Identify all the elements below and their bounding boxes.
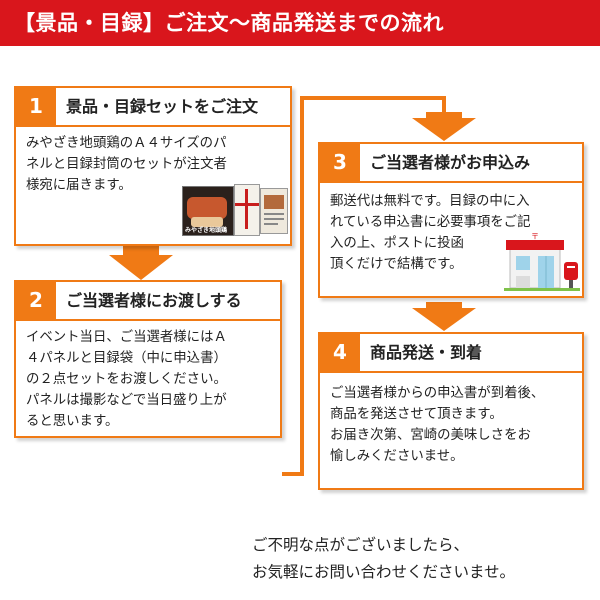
step-2-line: イベント当日、ご当選者様にはＡ [26,330,227,345]
step-3-title: ご当選者様がお申込み [370,153,531,172]
step-2-number: 2 [16,282,56,319]
step-3-box: 3 ご当選者様がお申込み 郵送代は無料です。目録の中に入 れている申込書に必要事… [318,142,584,298]
arrow-down-icon [412,302,476,331]
step-1-title: 景品・目録セットをご注文 [66,97,259,116]
step-2-header: 2 ご当選者様にお渡しする [16,282,280,321]
step-4-line: 愉しみくださいませ。 [330,449,464,464]
step-3-line: 郵送代は無料です。目録の中に入 [330,194,530,209]
panel-photo: みやざき地頭鶏 [182,186,234,236]
step-3-number: 3 [320,144,360,181]
step-2-line: パネルは撮影などで当日盛り上が [26,393,227,408]
contact-note: ご不明な点がございましたら、 お気軽にお問い合わせくださいませ。 [252,532,515,586]
step-4-box: 4 商品発送・到着 ご当選者様からの申込書が到着後、 商品を発送させて頂きます。… [318,332,584,490]
step-4-line: ご当選者様からの申込書が到着後、 [330,386,545,401]
step-3-body: 郵送代は無料です。目録の中に入 れている申込書に必要事項をご記 入の上、ポストに… [330,191,574,275]
step-2-line: ると思います。 [26,414,119,429]
step-3-line: れている申込書に必要事項をご記 [330,215,531,230]
step-4-header: 4 商品発送・到着 [320,334,582,373]
step-2-box: 2 ご当選者様にお渡しする イベント当日、ご当選者様にはＡ ４パネルと目録袋（中… [14,280,282,438]
page-banner: 【景品・目録】ご注文〜商品発送までの流れ [0,0,600,46]
step-2-line: の２点セットをお渡しください。 [26,372,227,387]
step-4-line: お届き次第、宮崎の美味しさをお [330,428,531,443]
step-1-line: ネルと目録封筒のセットが注文者 [26,157,227,172]
contact-note-line: ご不明な点がございましたら、 [252,536,470,554]
step-4-body: ご当選者様からの申込書が到着後、 商品を発送させて頂きます。 お届き次第、宮崎の… [330,383,574,467]
panel-label: みやざき地頭鶏 [185,227,228,234]
step-3-line: 入の上、ポストに投函 [330,236,464,251]
step-1-line: みやざき地頭鶏のＡ４サイズのパ [26,136,227,151]
step-3-header: 3 ご当選者様がお申込み [320,144,582,183]
contact-note-line: お気軽にお問い合わせくださいませ。 [252,563,516,581]
step-3-line: 頂くだけで結構です。 [330,257,463,272]
step-4-number: 4 [320,334,360,371]
step-2-title: ご当選者様にお渡しする [66,291,242,310]
post-office-icon: 〒 [504,232,580,291]
step-1-header: 1 景品・目録セットをご注文 [16,88,290,127]
arrow-down-icon [412,112,476,141]
step-4-line: 商品を発送させて頂きます。 [330,407,503,422]
arrow-down-icon [109,245,173,280]
connector-step2-to-step3 [282,96,446,476]
booklet-image [260,188,288,234]
mailbox-icon [564,262,578,290]
step-1-body: みやざき地頭鶏のＡ４サイズのパ ネルと目録封筒のセットが注文者 様宛に届きます。 [26,133,282,196]
step-2-line: ４パネルと目録袋（中に申込書） [26,351,227,366]
step-1-number: 1 [16,88,56,125]
banner-title: 【景品・目録】ご注文〜商品発送までの流れ [14,11,444,35]
product-panel-image: みやざき地頭鶏 [182,184,288,238]
svg-text:〒: 〒 [531,232,539,241]
step-1-box: 1 景品・目録セットをご注文 みやざき地頭鶏のＡ４サイズのパ ネルと目録封筒のセ… [14,86,292,246]
step-1-line: 様宛に届きます。 [26,178,132,193]
step-4-title: 商品発送・到着 [370,343,483,362]
envelope-image [234,184,260,236]
step-2-body: イベント当日、ご当選者様にはＡ ４パネルと目録袋（中に申込書） の２点セットをお… [26,327,272,432]
